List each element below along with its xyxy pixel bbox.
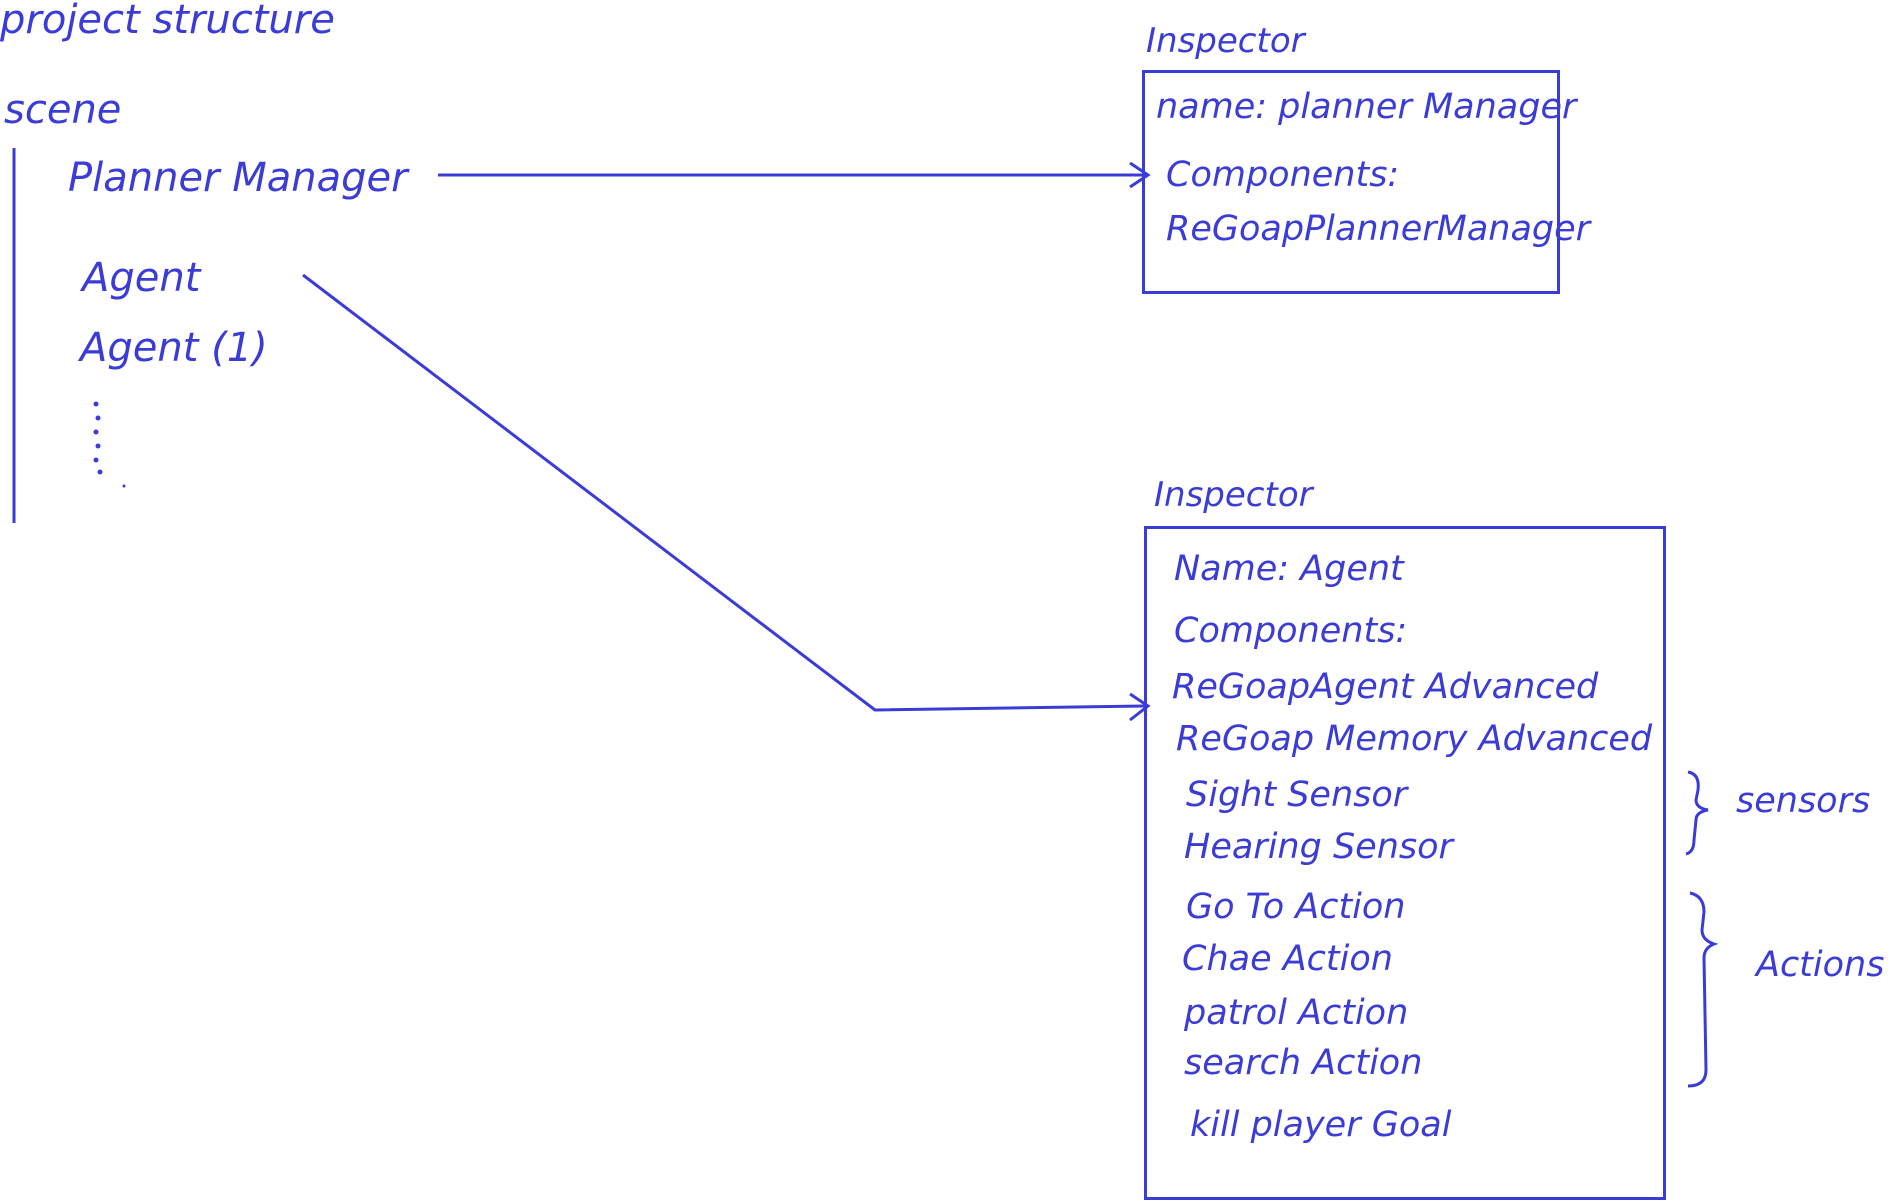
inspector-planner-heading: Inspector bbox=[1146, 21, 1305, 61]
inspector-planner-component-0: ReGoapPlannerManager bbox=[1166, 209, 1591, 249]
hierarchy-item-agent[interactable]: Agent bbox=[82, 255, 201, 301]
inspector-agent-component-1: ReGoap Memory Advanced bbox=[1176, 719, 1653, 759]
inspector-agent-component-4: Go To Action bbox=[1186, 887, 1406, 927]
inspector-agent-component-5: Chae Action bbox=[1182, 939, 1393, 979]
inspector-agent-component-2: Sight Sensor bbox=[1186, 775, 1408, 815]
inspector-agent-heading: Inspector bbox=[1154, 475, 1313, 515]
arrow-head-agent bbox=[1129, 692, 1151, 722]
group-label-sensors: sensors bbox=[1736, 781, 1871, 821]
group-label-actions: Actions bbox=[1756, 945, 1885, 985]
hierarchy-item-planner-manager[interactable]: Planner Manager bbox=[68, 155, 408, 201]
inspector-agent-name: Name: Agent bbox=[1174, 549, 1404, 589]
inspector-agent-component-7: search Action bbox=[1184, 1043, 1423, 1083]
arrow-head-planner bbox=[1129, 161, 1151, 189]
inspector-planner-panel bbox=[1142, 70, 1560, 294]
inspector-agent-component-0: ReGoapAgent Advanced bbox=[1172, 667, 1599, 707]
page-title: project structure bbox=[0, 0, 335, 43]
inspector-agent-component-6: patrol Action bbox=[1184, 993, 1409, 1033]
inspector-agent-components-label: Components: bbox=[1174, 611, 1408, 651]
inspector-agent-panel bbox=[1144, 526, 1666, 1200]
inspector-agent-component-8: kill player Goal bbox=[1190, 1105, 1452, 1145]
sensors-bracket bbox=[1685, 770, 1709, 856]
inspector-agent-component-3: Hearing Sensor bbox=[1184, 827, 1453, 867]
inspector-planner-name: name: planner Manager bbox=[1156, 87, 1577, 127]
hierarchy-root-label: scene bbox=[4, 87, 122, 133]
tree-more-dots bbox=[93, 401, 126, 488]
arrow-agent-to-inspector bbox=[302, 273, 1149, 712]
actions-bracket bbox=[1687, 891, 1719, 1088]
hierarchy-item-agent-1[interactable]: Agent (1) bbox=[80, 325, 268, 371]
inspector-planner-components-label: Components: bbox=[1166, 155, 1400, 195]
